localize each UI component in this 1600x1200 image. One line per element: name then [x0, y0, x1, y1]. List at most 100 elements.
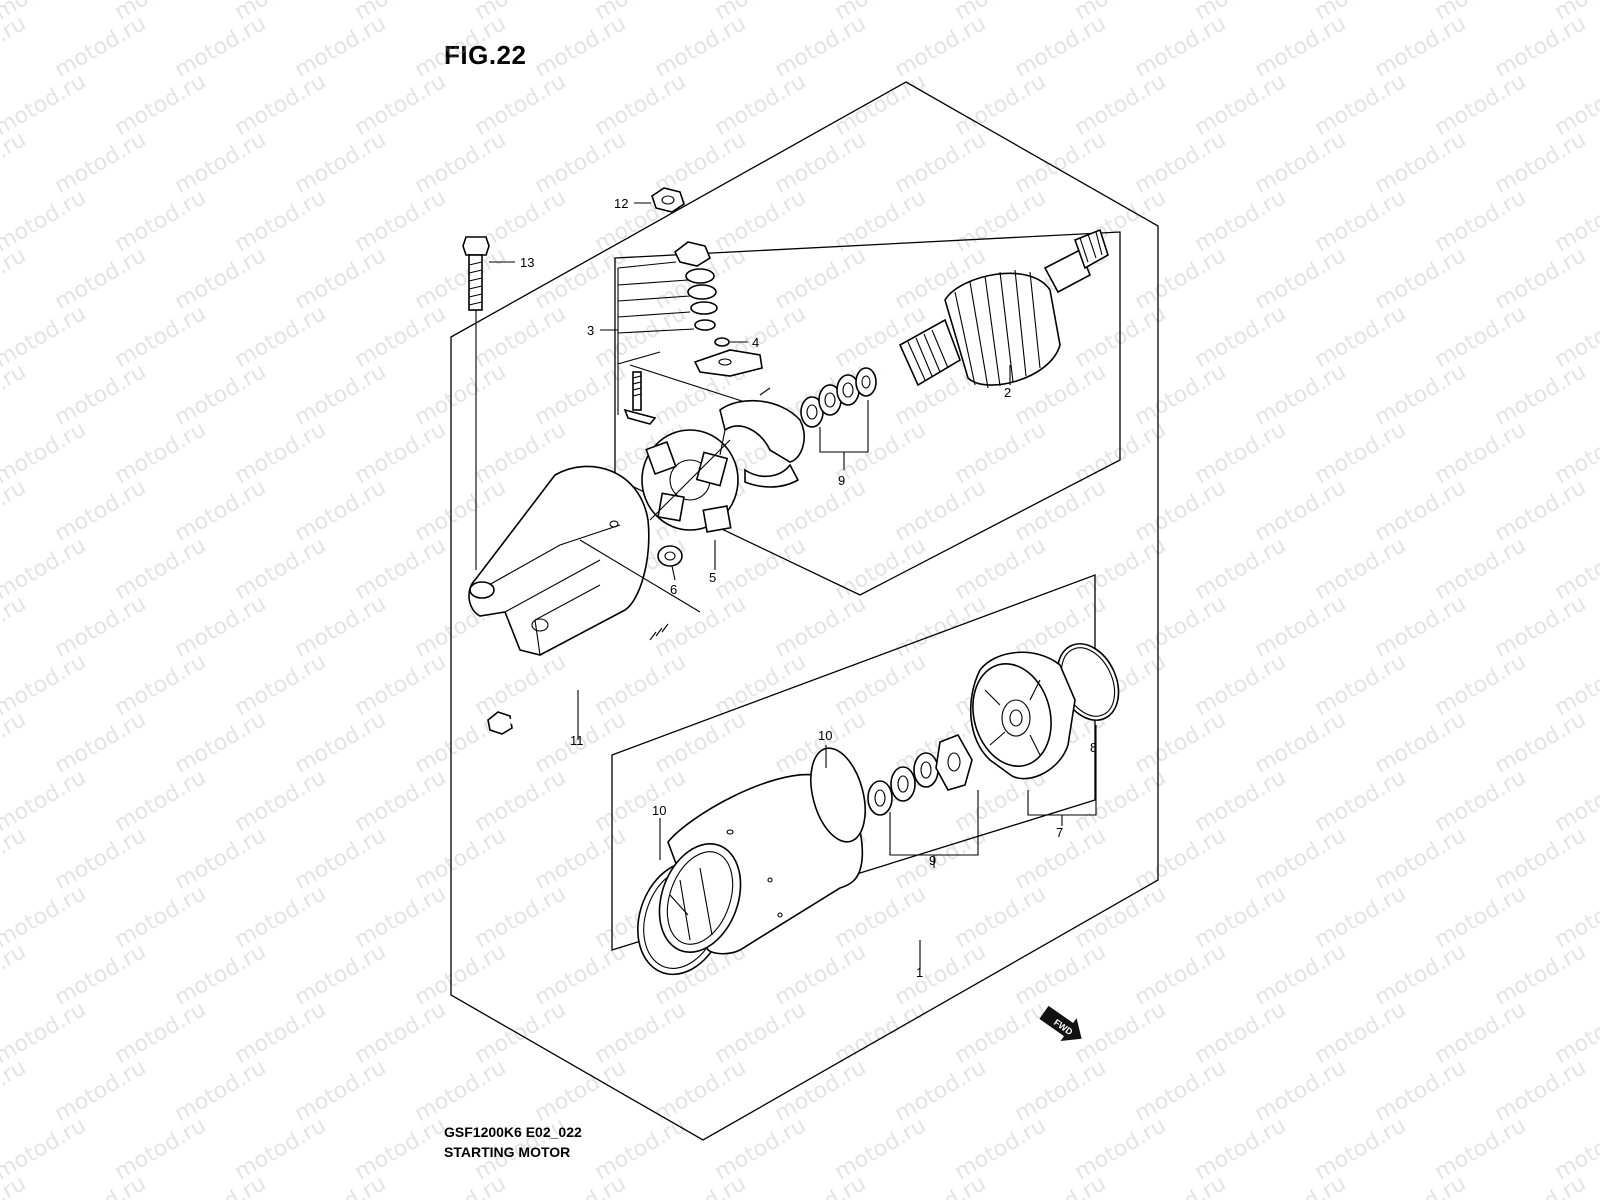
watermark-text: motod.ru — [591, 69, 691, 141]
watermark-text: motod.ru — [291, 939, 391, 1011]
watermark-text: motod.ru — [111, 649, 211, 721]
watermark-text: motod.ru — [291, 591, 391, 663]
watermark-text: motod.ru — [231, 417, 331, 489]
watermark-text: motod.ru — [231, 1113, 331, 1185]
watermark-text: motod.ru — [171, 1171, 271, 1200]
watermark-text: motod.ru — [1011, 1171, 1111, 1200]
watermark-text: motod.ru — [1311, 301, 1411, 373]
watermark-text: motod.ru — [1431, 765, 1531, 837]
watermark-text: motod.ru — [471, 301, 571, 373]
washer-stack-3 — [673, 241, 718, 331]
watermark-text: motod.ru — [1491, 127, 1591, 199]
watermark-text: motod.ru — [231, 997, 331, 1069]
watermark-text: motod.ru — [1431, 69, 1531, 141]
watermark-text: motod.ru — [1191, 881, 1291, 953]
watermark-text: motod.ru — [351, 301, 451, 373]
callout-10-front: 10 — [818, 728, 832, 743]
watermark-text: motod.ru — [0, 939, 30, 1011]
armature-group-box — [614, 231, 1121, 596]
watermark-text: motod.ru — [831, 881, 931, 953]
rear-end-cover — [468, 465, 650, 656]
callout-13: 13 — [520, 255, 534, 270]
watermark-text: motod.ru — [1311, 417, 1411, 489]
watermark-text: motod.ru — [1191, 417, 1291, 489]
watermark-text: motod.ru — [1311, 765, 1411, 837]
watermark-text: motod.ru — [1011, 1055, 1111, 1127]
watermark-text: motod.ru — [1251, 127, 1351, 199]
watermark-text: motod.ru — [1131, 939, 1231, 1011]
leader-rear-cover — [579, 539, 701, 613]
callout-9-upper: 9 — [838, 473, 845, 488]
watermark-text: motod.ru — [351, 417, 451, 489]
callout-10-rear: 10 — [652, 803, 666, 818]
watermark-text: motod.ru — [1191, 765, 1291, 837]
watermark-text: motod.ru — [0, 127, 30, 199]
watermark-text: motod.ru — [1191, 997, 1291, 1069]
watermark-text: motod.ru — [831, 649, 931, 721]
watermark-text: motod.ru — [51, 11, 151, 83]
watermark-text: motod.ru — [891, 1171, 991, 1200]
watermark-text: motod.ru — [171, 475, 271, 547]
watermark-text: motod.ru — [1371, 823, 1471, 895]
watermark-text: motod.ru — [1191, 649, 1291, 721]
watermark-text: motod.ru — [171, 707, 271, 779]
watermark-text: motod.ru — [291, 243, 391, 315]
armature-2 — [878, 228, 1109, 389]
watermark-text: motod.ru — [951, 533, 1051, 605]
watermark-text: motod.ru — [1311, 1113, 1411, 1185]
callout-6: 6 — [670, 582, 677, 597]
watermark-text: motod.ru — [651, 1171, 751, 1200]
watermark-text: motod.ru — [1251, 1171, 1351, 1200]
watermark-text: motod.ru — [51, 1055, 151, 1127]
nut-12 — [651, 187, 685, 213]
watermark-text: motod.ru — [1431, 881, 1531, 953]
callout-5: 5 — [709, 570, 716, 585]
watermark-text: motod.ru — [171, 243, 271, 315]
watermark-text: motod.ru — [411, 243, 511, 315]
watermark-text: motod.ru — [291, 1171, 391, 1200]
watermark-text: motod.ru — [1371, 707, 1471, 779]
watermark-text: motod.ru — [1191, 533, 1291, 605]
watermark-text: motod.ru — [591, 765, 691, 837]
watermark-text: motod.ru — [1431, 533, 1531, 605]
callout-12: 12 — [614, 196, 628, 211]
watermark-text: motod.ru — [231, 185, 331, 257]
watermark-text: motod.ru — [51, 359, 151, 431]
watermark-text: motod.ru — [531, 939, 631, 1011]
watermark-text: motod.ru — [1491, 939, 1591, 1011]
watermark-text: motod.ru — [891, 127, 991, 199]
watermark-text: motod.ru — [51, 475, 151, 547]
watermark-text: motod.ru — [351, 69, 451, 141]
bearing-6 — [657, 545, 683, 567]
watermark-text: motod.ru — [531, 823, 631, 895]
watermark-text: motod.ru — [771, 591, 871, 663]
watermark-text: motod.ru — [1191, 69, 1291, 141]
watermark-text: motod.ru — [0, 591, 30, 663]
watermark-text: motod.ru — [531, 1171, 631, 1200]
watermark-text: motod.ru — [531, 1055, 631, 1127]
watermark-text: motod.ru — [111, 185, 211, 257]
watermark-text: motod.ru — [1071, 997, 1171, 1069]
callout-7: 7 — [1056, 825, 1063, 840]
watermark-text: motod.ru — [1371, 475, 1471, 547]
watermark-text: motod.ru — [471, 765, 571, 837]
callout-4: 4 — [752, 335, 759, 350]
watermark-text: motod.ru — [1071, 533, 1171, 605]
watermark-text: motod.ru — [1311, 533, 1411, 605]
watermark-text: motod.ru — [351, 881, 451, 953]
watermark-text: motod.ru — [351, 533, 451, 605]
watermark-text: motod.ru — [111, 69, 211, 141]
watermark-text: motod.ru — [111, 997, 211, 1069]
watermark-text: motod.ru — [831, 69, 931, 141]
watermark-text: motod.ru — [0, 243, 30, 315]
washer-4 — [714, 337, 730, 347]
watermark-text: motod.ru — [711, 1113, 811, 1185]
watermark-text: motod.ru — [771, 939, 871, 1011]
watermark-text: motod.ru — [1491, 591, 1591, 663]
watermark-text: motod.ru — [1431, 185, 1531, 257]
watermark-text: motod.ru — [531, 127, 631, 199]
watermark-text: motod.ru — [1371, 243, 1471, 315]
watermark-text: motod.ru — [1071, 881, 1171, 953]
watermark-text: motod.ru — [1191, 301, 1291, 373]
watermark-text: motod.ru — [891, 11, 991, 83]
